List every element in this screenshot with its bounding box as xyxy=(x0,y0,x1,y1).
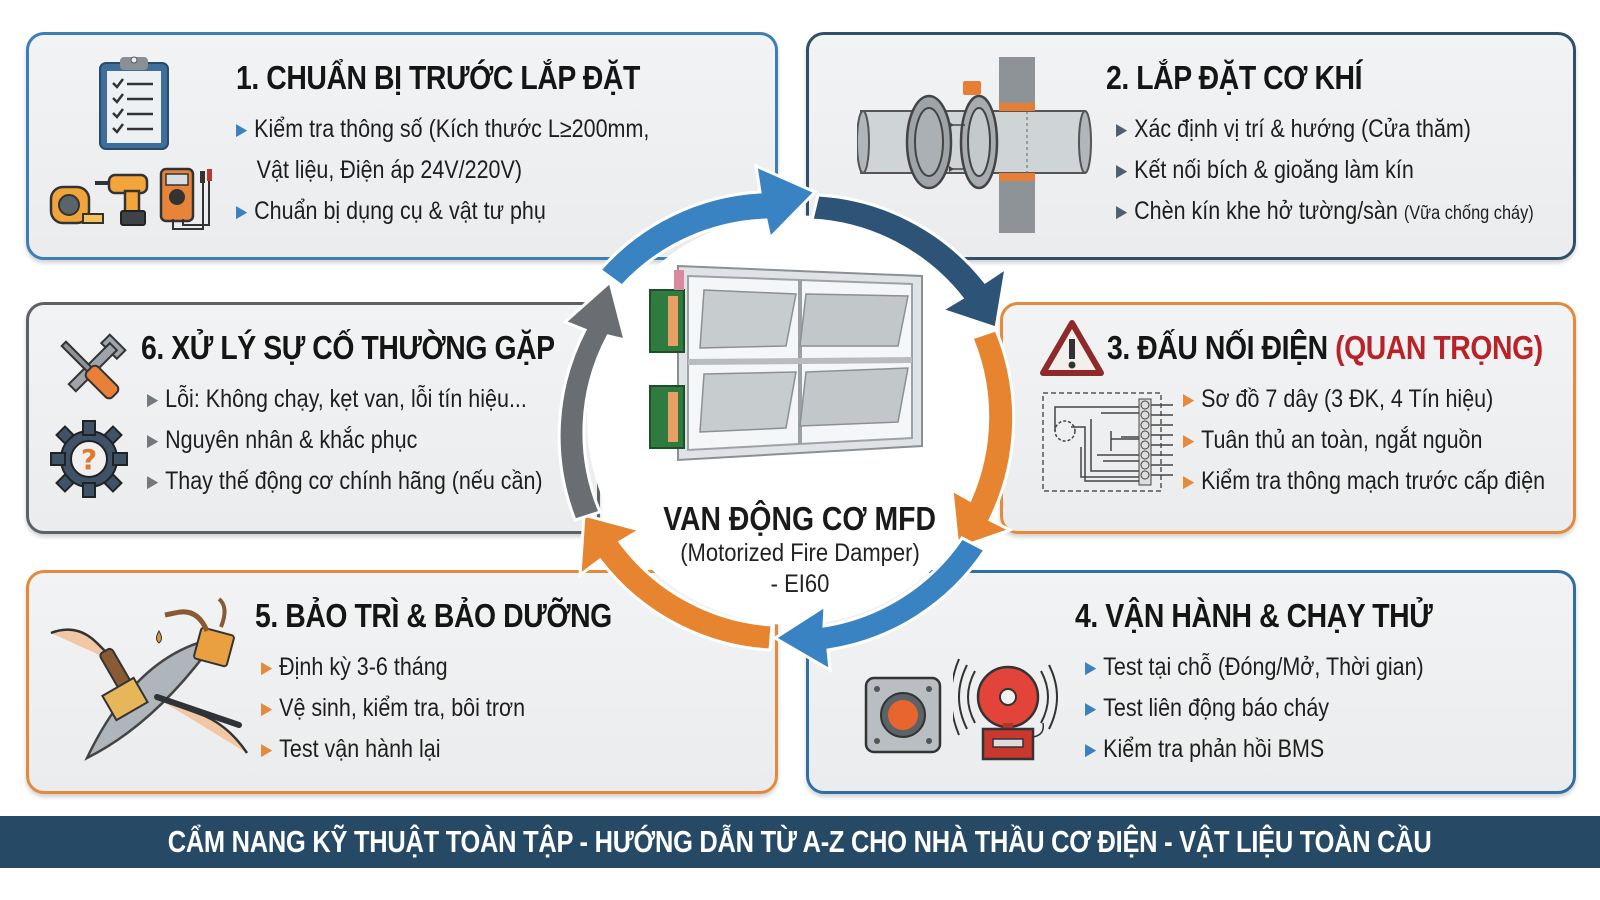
bullet-arrow-icon: ▶ xyxy=(1116,202,1128,221)
emphasis-label: (QUAN TRỌNG) xyxy=(1335,329,1543,366)
bullet-arrow-icon: ▶ xyxy=(236,202,248,221)
cleaning-brush-oil-can-icon xyxy=(50,597,249,761)
wiring-diagram-icon xyxy=(1042,392,1173,492)
list-item: ▶Kiểm tra phản hồi BMS xyxy=(1085,729,1424,770)
list-item: ▶Test tại chỗ (Đóng/Mở, Thời gian) xyxy=(1085,647,1424,688)
clipboard-checklist-icon xyxy=(99,56,169,150)
tape-measure-icon xyxy=(49,185,104,225)
step-4-bullets: ▶Test tại chỗ (Đóng/Mở, Thời gian) ▶Test… xyxy=(1085,647,1479,770)
step-2-card: 2. LẮP ĐẶT CƠ KHÍ ▶Xác định vị trí & hướ… xyxy=(806,32,1576,260)
list-item: ▶Xác định vị trí & hướng (Cửa thăm) xyxy=(1116,109,1534,150)
motorized-fire-damper-image xyxy=(649,264,923,462)
list-item: ▶Test vận hành lại xyxy=(261,729,525,770)
step-1-title: 1. CHUẨN BỊ TRƯỚC LẮP ĐẶT xyxy=(236,59,640,96)
list-item: ▶Test liên động báo cháy xyxy=(1085,688,1424,729)
cycle-arrow-navy xyxy=(810,193,1009,330)
step-6-title: 6. XỬ LÝ SỰ CỐ THƯỜNG GẶP xyxy=(141,329,555,366)
bullet-arrow-icon: ▶ xyxy=(261,699,273,718)
step-2-bullets: ▶Xác định vị trí & hướng (Cửa thăm) ▶Kết… xyxy=(1116,109,1600,234)
product-subtitle: (Motorized Fire Damper) xyxy=(680,539,920,567)
gear-question-icon: ? xyxy=(50,420,128,498)
bullet-arrow-icon: ▶ xyxy=(1085,699,1097,718)
warning-icon xyxy=(1040,320,1104,376)
step-1-bullets: ▶Kiểm tra thông số (Kích thước L≥200mm, … xyxy=(236,109,717,232)
list-item: ▶Định kỳ 3-6 tháng xyxy=(261,647,525,688)
duct-flange-wall-icon xyxy=(857,57,1092,233)
bullet-arrow-icon: ▶ xyxy=(1085,740,1097,759)
list-item: ▶Chuẩn bị dụng cụ & vật tư phụ xyxy=(236,191,649,232)
step-4-title: 4. VẬN HÀNH & CHẠY THỬ xyxy=(1075,597,1433,634)
multimeter-icon xyxy=(159,167,212,230)
bullet-arrow-icon: ▶ xyxy=(147,472,159,491)
cycle-arrow-blue-bottom xyxy=(772,536,988,673)
list-item: ▶Kết nối bích & gioăng làm kín xyxy=(1116,150,1534,191)
list-item: Vật liệu, Điện áp 24V/220V) xyxy=(256,156,522,184)
bullet-arrow-icon: ▶ xyxy=(261,658,273,677)
bullet-arrow-icon: ▶ xyxy=(147,431,159,450)
step-3-title: 3. ĐẤU NỐI ĐIỆN (QUAN TRỌNG) xyxy=(1107,329,1543,366)
list-item: ▶Thay thế động cơ chính hãng (nếu cần) xyxy=(147,461,543,502)
list-item: ▶Lỗi: Không chạy, kẹt van, lỗi tín hiệu.… xyxy=(147,379,543,420)
bullet-arrow-icon: ▶ xyxy=(1116,120,1128,139)
list-item: ▶Sơ đồ 7 dây (3 ĐK, 4 Tín hiệu) xyxy=(1183,379,1545,420)
bullet-arrow-icon: ▶ xyxy=(1085,658,1097,677)
svg-text:?: ? xyxy=(81,443,97,476)
push-button-icon xyxy=(864,676,942,754)
center-product-label: VAN ĐỘNG CƠ MFD (Motorized Fire Damper) … xyxy=(600,500,1000,600)
footer-text: CẨM NANG KỸ THUẬT TOÀN TẬP - HƯỚNG DẪN T… xyxy=(168,824,1432,859)
product-title: VAN ĐỘNG CƠ MFD xyxy=(663,500,937,537)
step-5-bullets: ▶Định kỳ 3-6 tháng ▶Vệ sinh, kiểm tra, b… xyxy=(261,647,568,770)
step-3-bullets: ▶Sơ đồ 7 dây (3 ĐK, 4 Tín hiệu) ▶Tuân th… xyxy=(1183,379,1600,502)
cycle-arrow-orange-right xyxy=(950,328,1016,551)
step-6-card: ? 6. XỬ LÝ SỰ CỐ THƯỜNG GẶP ▶Lỗi: Không … xyxy=(26,302,600,534)
fire-alarm-bell-icon xyxy=(953,658,1058,761)
bullet-arrow-icon: ▶ xyxy=(1183,472,1195,491)
wrench-screwdriver-icon xyxy=(60,333,127,400)
cycle-arrow-blue-top xyxy=(597,163,818,288)
drill-icon xyxy=(95,173,149,226)
list-item: ▶Nguyên nhân & khắc phục xyxy=(147,420,543,461)
step-3-card: 3. ĐẤU NỐI ĐIỆN (QUAN TRỌNG) ▶Sơ đồ 7 dâ… xyxy=(1000,302,1576,534)
bullet-arrow-icon: ▶ xyxy=(1116,161,1128,180)
step-2-title: 2. LẮP ĐẶT CƠ KHÍ xyxy=(1106,59,1363,96)
list-item: ▶Kiểm tra thông mạch trước cấp điện xyxy=(1183,461,1545,502)
step-1-card: 1. CHUẨN BỊ TRƯỚC LẮP ĐẶT ▶Kiểm tra thôn… xyxy=(26,32,778,260)
product-rating: - EI60 xyxy=(770,570,830,598)
bullet-arrow-icon: ▶ xyxy=(261,740,273,759)
list-item: ▶Vệ sinh, kiểm tra, bôi trơn xyxy=(261,688,525,729)
list-item: ▶Chèn kín khe hở tường/sàn (Vữa chống ch… xyxy=(1116,191,1534,234)
bullet-arrow-icon: ▶ xyxy=(147,390,159,409)
step-4-card: 4. VẬN HÀNH & CHẠY THỬ ▶Test tại chỗ (Đó… xyxy=(806,570,1576,794)
cycle-arrow-gray xyxy=(557,279,628,522)
footer-banner: CẨM NANG KỸ THUẬT TOÀN TẬP - HƯỚNG DẪN T… xyxy=(0,816,1600,868)
list-item: ▶Tuân thủ an toàn, ngắt nguồn xyxy=(1183,420,1545,461)
list-item: ▶Kiểm tra thông số (Kích thước L≥200mm, xyxy=(236,109,649,150)
bullet-arrow-icon: ▶ xyxy=(236,120,248,139)
step-5-title: 5. BẢO TRÌ & BẢO DƯỠNG xyxy=(255,597,612,634)
bullet-arrow-icon: ▶ xyxy=(1183,431,1195,450)
step-6-bullets: ▶Lỗi: Không chạy, kẹt van, lỗi tín hiệu.… xyxy=(147,379,607,502)
bullet-arrow-icon: ▶ xyxy=(1183,390,1195,409)
